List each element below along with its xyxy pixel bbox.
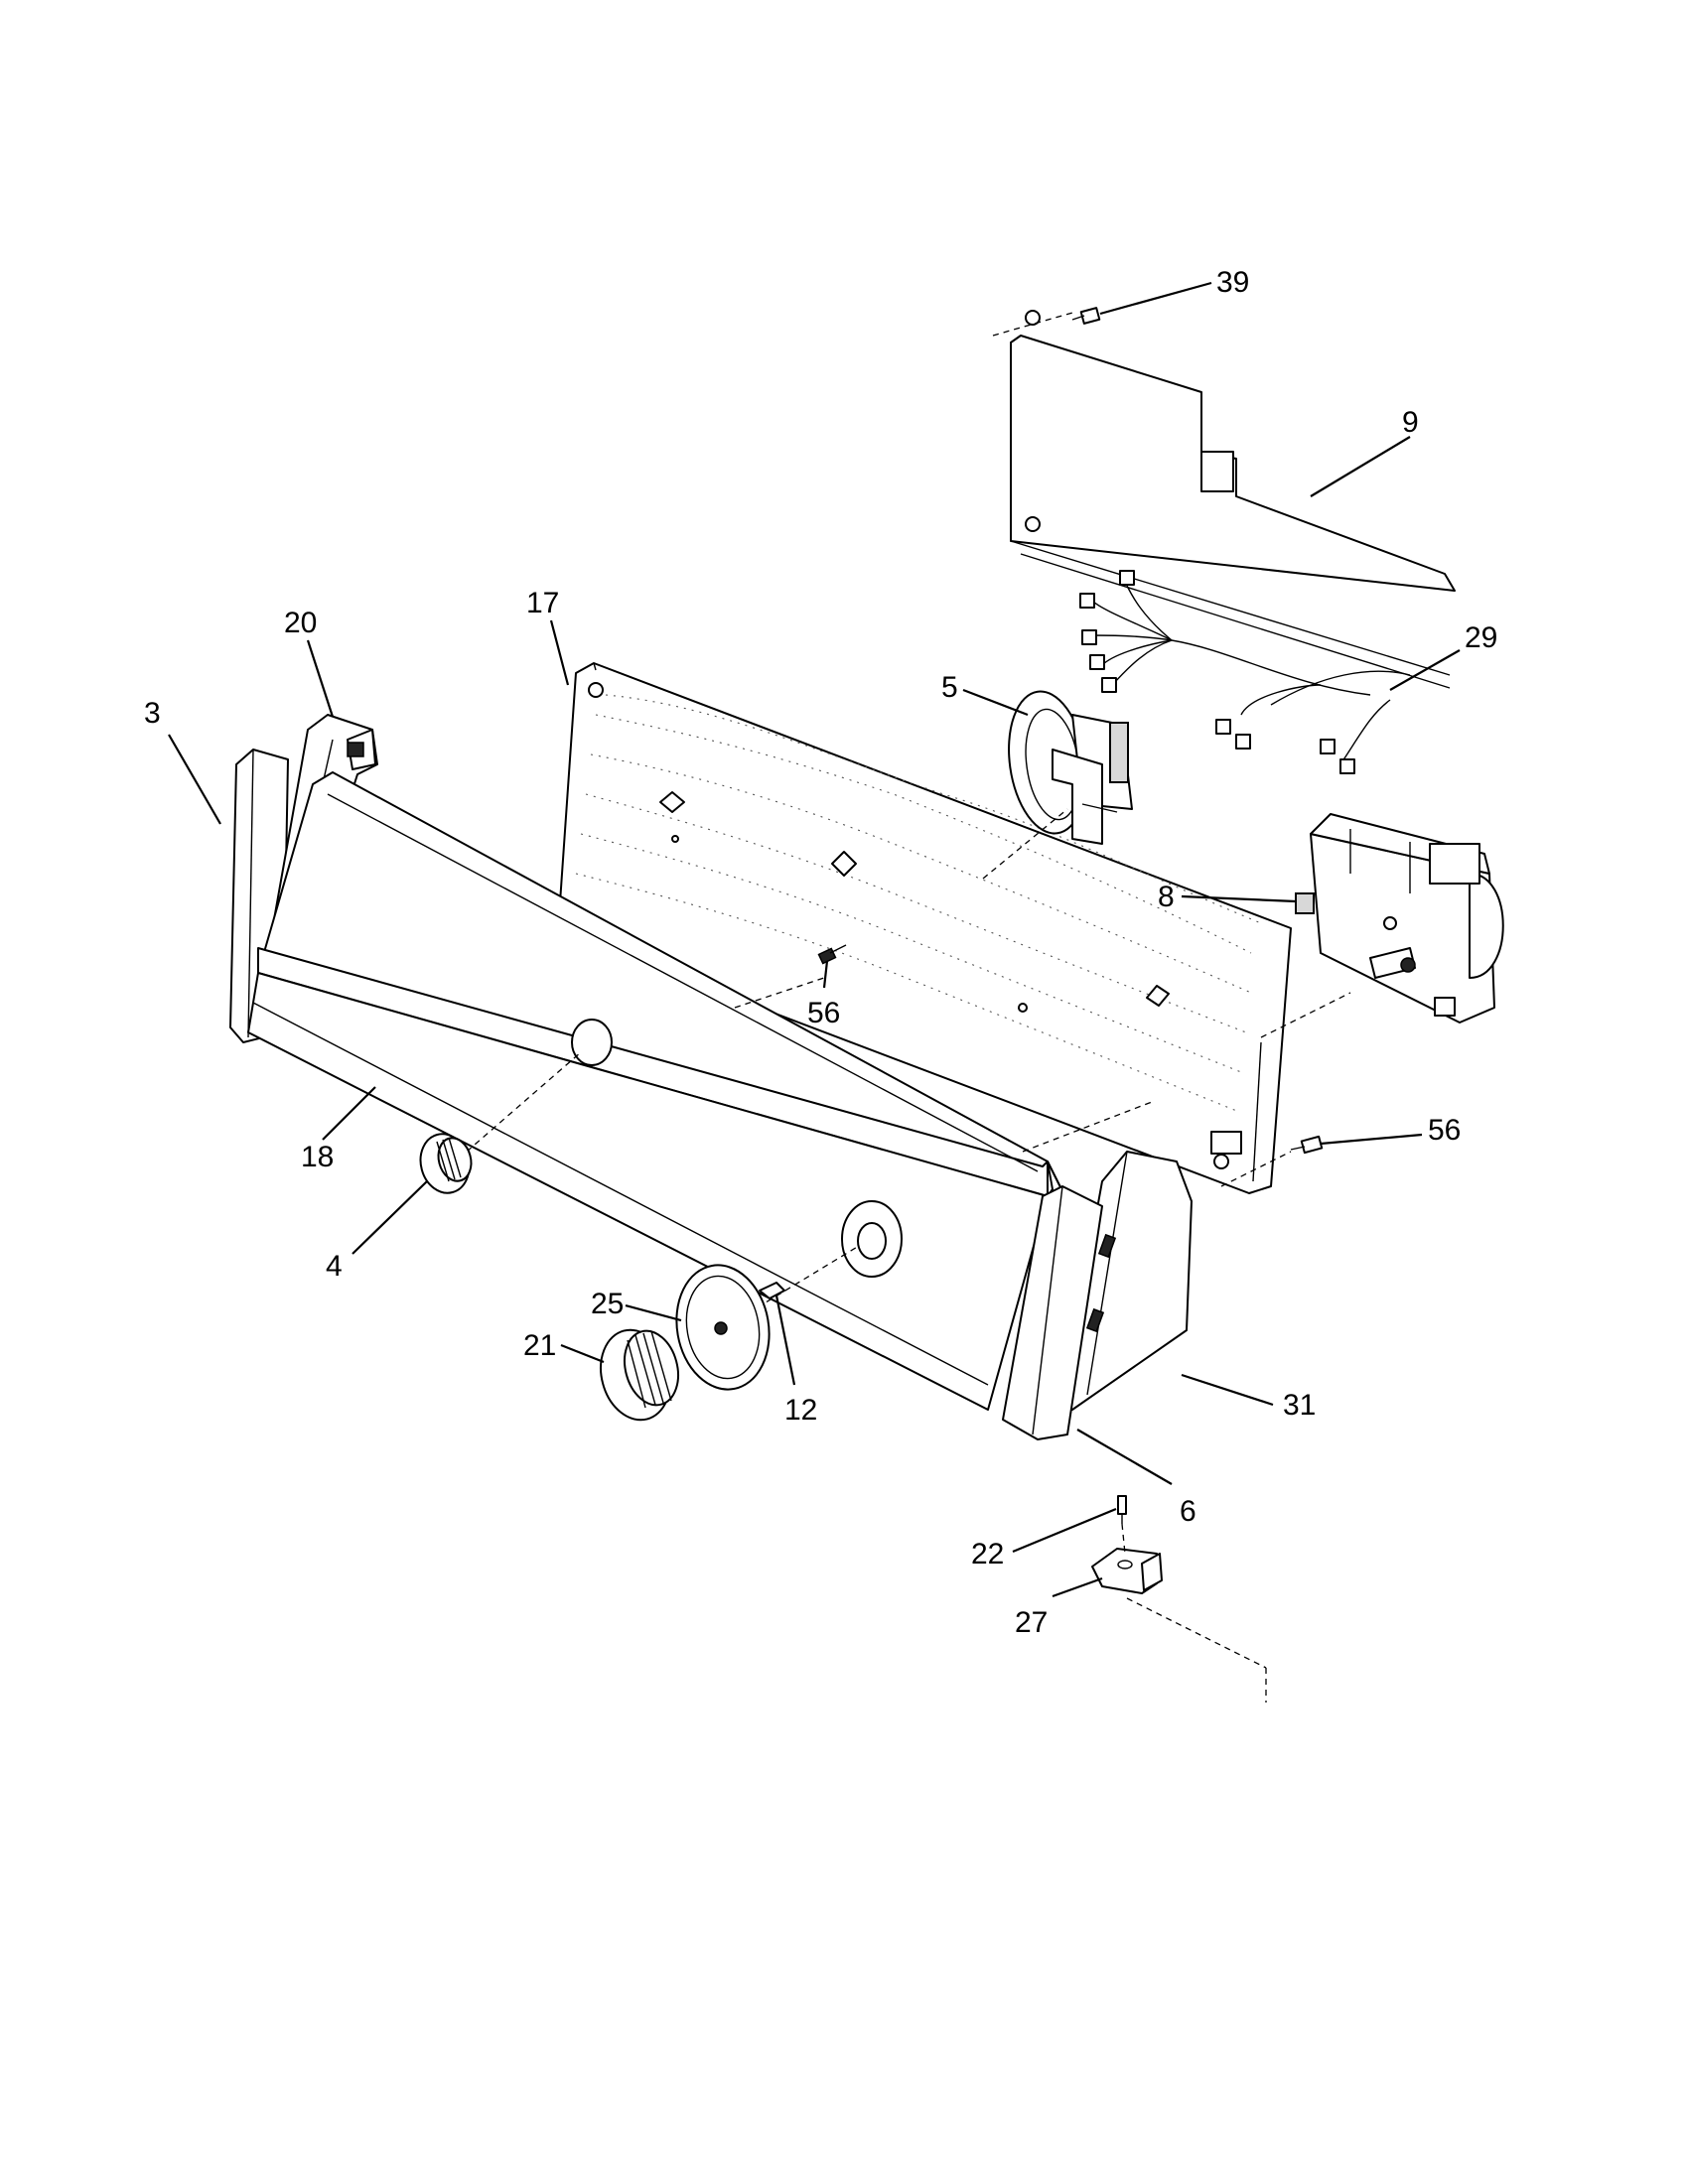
- part-6-right-end-cap: [1002, 1185, 1103, 1440]
- callout-8: 8: [1158, 881, 1175, 913]
- axis-5: [982, 808, 1068, 880]
- part-27-bracket: [1091, 1548, 1163, 1594]
- axis-27: [1126, 1597, 1267, 1669]
- callout-17: 17: [526, 587, 559, 619]
- leader-lines: [168, 281, 1461, 1598]
- callout-29: 29: [1465, 621, 1497, 654]
- part-9-rear-bracket: [1010, 310, 1456, 689]
- axis-panel-timer: [1022, 1101, 1153, 1153]
- callout-56-upper: 56: [807, 997, 840, 1029]
- axis-39-9: [992, 312, 1073, 337]
- callout-22: 22: [971, 1538, 1004, 1570]
- part-56-screw-upper: [817, 944, 847, 965]
- part-8-timer: [1295, 813, 1504, 1024]
- part-4-knob: [419, 1133, 473, 1194]
- part-17-panel-backing: [557, 662, 1292, 1194]
- callout-31: 31: [1283, 1389, 1316, 1422]
- callout-39: 39: [1216, 266, 1249, 299]
- callout-9: 9: [1402, 406, 1419, 439]
- part-18-console-panel: [247, 771, 1063, 1411]
- axis-56-lower: [1220, 1151, 1292, 1187]
- part-21-knob: [600, 1328, 679, 1422]
- callout-21: 21: [523, 1329, 556, 1362]
- part-22-screw: [1117, 1495, 1127, 1524]
- part-5-motor: [1008, 690, 1133, 845]
- part-12-clip: [759, 1282, 785, 1299]
- part-56-screw-lower: [1290, 1135, 1324, 1155]
- callout-25: 25: [591, 1288, 624, 1320]
- part-29-wire-harness: [1079, 570, 1411, 774]
- callout-12: 12: [784, 1394, 817, 1427]
- callout-56-lower: 56: [1428, 1114, 1461, 1147]
- callout-labels: 39 9 29 17 20 3 5 8 56 56 18 4 25 21 12 …: [144, 266, 1497, 1639]
- axis-18-17: [734, 977, 825, 1009]
- part-25-dial-skirt: [675, 1264, 771, 1391]
- callout-27: 27: [1015, 1606, 1048, 1639]
- callout-5: 5: [941, 671, 958, 704]
- part-39-screw: [1071, 307, 1101, 325]
- callout-4: 4: [326, 1250, 343, 1283]
- axis-4: [466, 1051, 582, 1153]
- callout-6: 6: [1180, 1495, 1196, 1528]
- callout-3: 3: [144, 697, 161, 730]
- callout-20: 20: [284, 607, 317, 639]
- callout-18: 18: [301, 1141, 334, 1173]
- axis-8: [1260, 992, 1351, 1038]
- axis-22-27: [1121, 1523, 1126, 1555]
